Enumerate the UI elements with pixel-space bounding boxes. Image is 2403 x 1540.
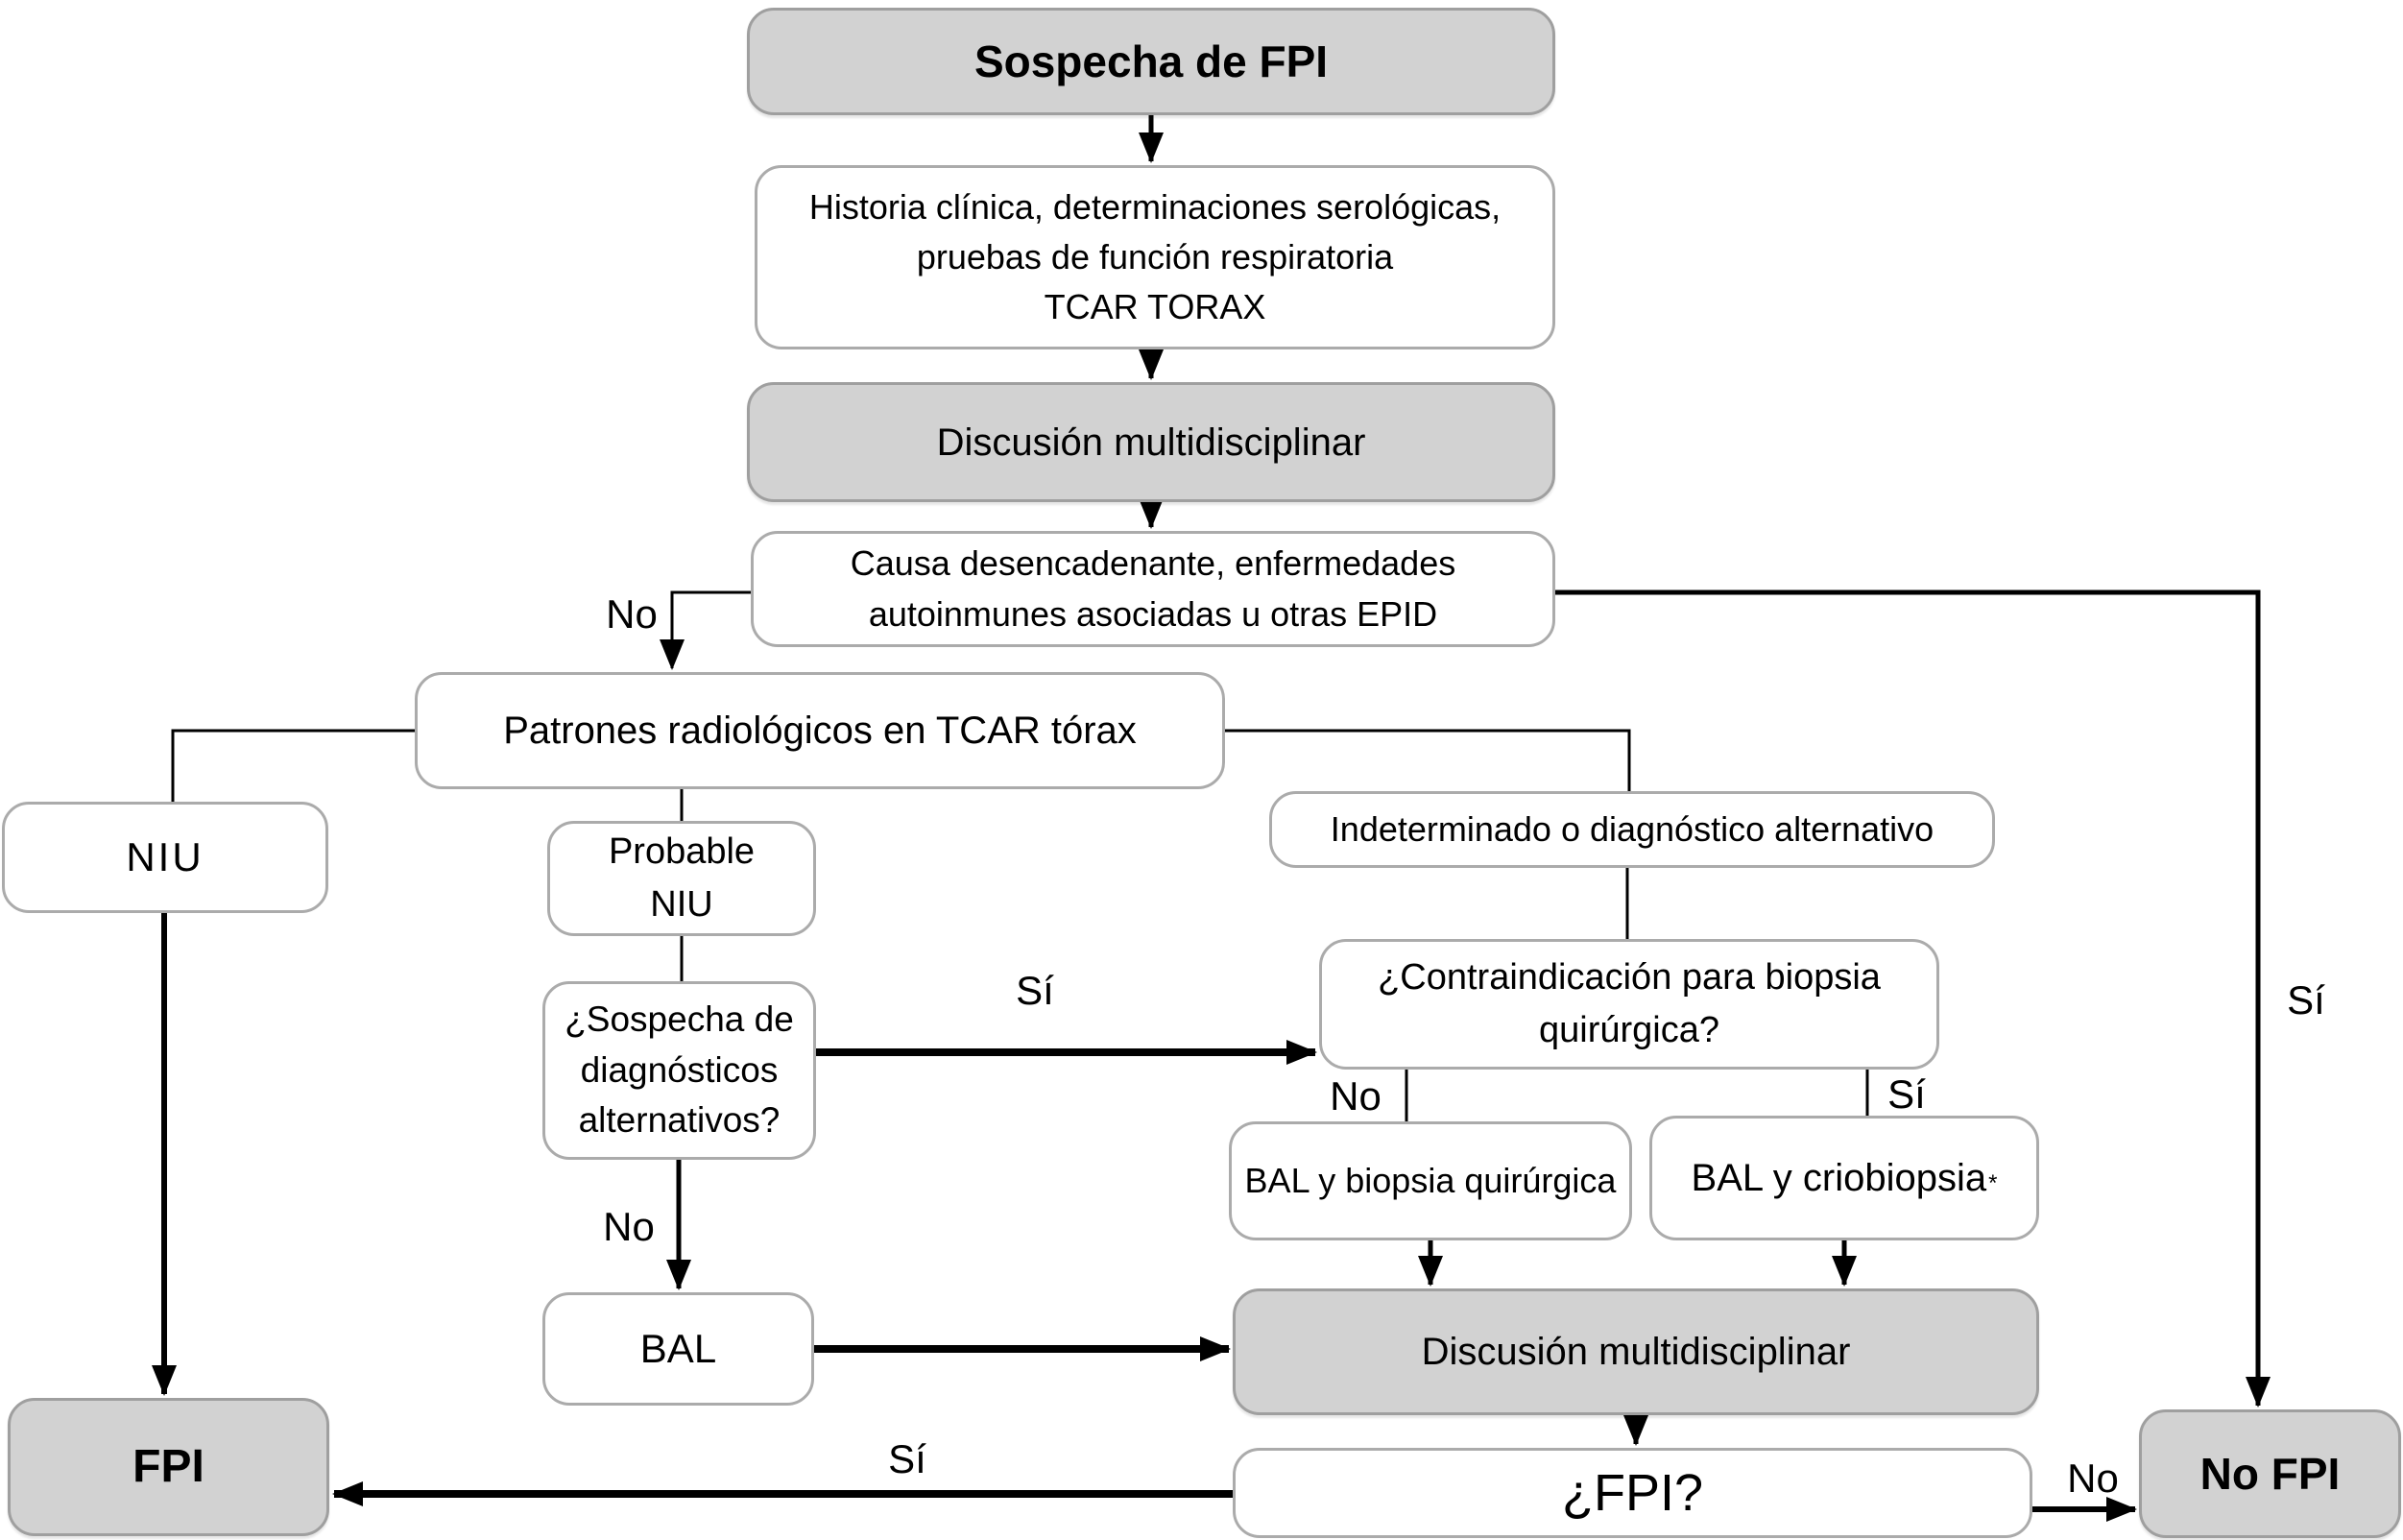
node-sospecha-diagnosticos-label: ¿Sospecha de diagnósticos alternativos? — [565, 999, 794, 1141]
node-bal: BAL — [542, 1292, 814, 1406]
node-sospecha-fpi-label: Sospecha de FPI — [973, 36, 1329, 86]
node-bal-biopsia-quirurgica-label: BAL y biopsia quirúrgica — [1244, 1160, 1617, 1200]
node-contraindicacion-biopsia-label: ¿Contraindicación para biopsia quirúrgic… — [1378, 956, 1881, 1050]
node-causa-desencadenante-label: Causa desencadenante, enfermedades autoi… — [850, 543, 1456, 634]
node-causa-desencadenante: Causa desencadenante, enfermedades autoi… — [751, 531, 1555, 647]
node-contraindicacion-biopsia: ¿Contraindicación para biopsia quirúrgic… — [1319, 939, 1939, 1070]
edge-label-si-fpi: Sí — [888, 1436, 926, 1481]
node-bal-criobiopsia: BAL y criobiopsia* — [1649, 1116, 2039, 1240]
node-fpi-label: FPI — [132, 1441, 204, 1493]
node-discusion-multidisciplinar-1: Discusión multidisciplinar — [747, 382, 1555, 502]
node-probable-niu-label: Probable NIU — [608, 830, 756, 925]
node-indeterminado-label: Indeterminado o diagnóstico alternativo — [1330, 808, 1934, 849]
node-bal-criobiopsia-label: BAL y criobiopsia* — [1692, 1150, 1998, 1206]
edge-label-si-contraindicacion: Sí — [1887, 1071, 1926, 1117]
node-discusion-multidisciplinar-2: Discusión multidisciplinar — [1233, 1288, 2039, 1415]
node-bal-label: BAL — [639, 1325, 717, 1371]
node-no-fpi-label: No FPI — [2199, 1448, 2341, 1499]
node-sospecha-fpi: Sospecha de FPI — [747, 8, 1555, 115]
edge-label-si-causa: Sí — [2287, 977, 2325, 1023]
node-no-fpi: No FPI — [2139, 1409, 2401, 1538]
node-fpi-question-label: ¿FPI? — [1561, 1463, 1704, 1522]
node-fpi-question: ¿FPI? — [1233, 1448, 2032, 1538]
edge-label-no-causa: No — [606, 591, 658, 637]
line-patrones-to-niu — [171, 729, 415, 802]
line-patrones-to-indeterminado — [1225, 729, 1631, 791]
node-sospecha-diagnosticos: ¿Sospecha de diagnósticos alternativos? — [542, 981, 816, 1160]
edge-label-no-contraindicacion: No — [1330, 1073, 1382, 1119]
edge-label-no-fpi: No — [2067, 1456, 2119, 1501]
node-fpi: FPI — [8, 1398, 329, 1536]
node-patrones-radiologicos-label: Patrones radiológicos en TCAR tórax — [503, 710, 1137, 752]
node-niu: NIU — [2, 802, 328, 913]
node-historia-clinica: Historia clínica, determinaciones seroló… — [755, 165, 1555, 349]
node-niu-label: NIU — [126, 833, 204, 879]
node-bal-criobiopsia-text: BAL y criobiopsia — [1691, 1157, 1987, 1199]
node-probable-niu: Probable NIU — [547, 821, 816, 936]
node-bal-biopsia-quirurgica: BAL y biopsia quirúrgica — [1229, 1121, 1632, 1240]
arrow-causa-to-patrones-no — [660, 590, 751, 670]
arrow-causa-to-nofpi-si — [1555, 590, 2271, 1408]
node-discusion-multidisciplinar-1-label: Discusión multidisciplinar — [936, 421, 1366, 464]
node-discusion-multidisciplinar-2-label: Discusión multidisciplinar — [1421, 1331, 1851, 1373]
edge-label-si-sospecha: Sí — [1016, 968, 1054, 1013]
node-indeterminado: Indeterminado o diagnóstico alternativo — [1269, 791, 1995, 868]
node-historia-clinica-label: Historia clínica, determinaciones seroló… — [808, 186, 1502, 327]
footnote-asterisk: * — [1988, 1170, 1998, 1196]
node-patrones-radiologicos: Patrones radiológicos en TCAR tórax — [415, 672, 1225, 789]
edge-label-no-sospecha: No — [603, 1204, 655, 1249]
